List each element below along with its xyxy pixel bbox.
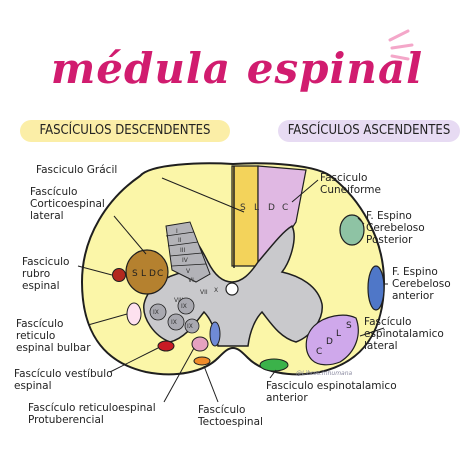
- espinotalamico-letter-l: L: [336, 329, 341, 339]
- lamina-label: VI: [188, 277, 194, 284]
- label-reticulo-protuberencial: Fascículo reticuloespinal Protuberencial: [28, 402, 156, 426]
- label-vestibulo-espinal: Fascículo vestíbulo espinal: [14, 368, 113, 392]
- watermark: @Libres.Inhumana: [296, 370, 353, 377]
- laminae-region: [165, 221, 211, 283]
- lamina-label: II: [178, 237, 182, 244]
- anterior-median-tract: [209, 321, 221, 347]
- label-rubroespinal: Fasciculo rubro espinal: [22, 256, 70, 292]
- lamina-label: III: [180, 247, 186, 254]
- espino-cerebeloso-anterior-tract: [367, 265, 385, 311]
- label-fasciculo-gracil: Fasciculo Grácil: [36, 164, 118, 176]
- tectoespinal-tract: [193, 356, 211, 366]
- espinotalamico-letter-d: D: [326, 337, 333, 347]
- corticoespinal-letter-d: D: [149, 269, 156, 279]
- lamina-ix-nucleus: [177, 297, 195, 315]
- espinotalamico-anterior-tract: [259, 358, 289, 372]
- label-espino-cerebeloso-posterior: F. Espino Cerebeloso Posterior: [366, 210, 425, 246]
- reticulo-protuberencial-tract: [191, 336, 209, 352]
- central-canal: [225, 282, 239, 296]
- rubroespinal-tract: [112, 268, 126, 282]
- lamina-label: IX: [181, 303, 187, 310]
- lamina-label: IX: [153, 309, 159, 316]
- lamina-ix-nucleus: [167, 313, 185, 331]
- posterior-letter-l: L: [254, 203, 259, 213]
- label-espinotalamico-anterior: Fasciculo espinotalamico anterior: [266, 380, 397, 404]
- label-espino-cerebeloso-anterior: F. Espino Cerebeloso anterior: [392, 266, 451, 302]
- label-reticulo-bulbar: Fascículo reticulo espinal bulbar: [16, 318, 91, 354]
- corticoespinal-letter-c: C: [157, 269, 163, 279]
- descending-header: FASCÍCULOS DESCENDENTES: [20, 120, 230, 142]
- label-espinotalamico-lateral: Fascículo espinotalamico lateral: [364, 316, 444, 352]
- posterior-letter-c: C: [282, 203, 288, 213]
- label-cuneiforme: Fasciculo Cuneiforme: [320, 172, 381, 196]
- posterior-letter-d: D: [268, 203, 275, 213]
- lamina-label: I: [176, 228, 178, 235]
- espinotalamico-letter-s: S: [346, 321, 352, 331]
- lamina-label: VIII: [174, 297, 184, 304]
- lamina-label: X: [214, 287, 218, 294]
- lamina-label: VII: [200, 289, 208, 296]
- page-title: médula espinal: [50, 44, 424, 93]
- lamina-ix-nucleus: [149, 303, 167, 321]
- corticoespinal-letter-s: S: [132, 269, 138, 279]
- vestibulo-espinal-tract: [157, 340, 175, 352]
- lamina-label: IX: [171, 319, 177, 326]
- lamina-ix-nucleus: [184, 318, 200, 334]
- lamina-label: IX: [187, 323, 193, 330]
- espinotalamico-lateral-tract: [305, 314, 359, 366]
- ascending-header: FASCÍCULOS ASCENDENTES: [278, 120, 460, 142]
- espinotalamico-letter-c: C: [316, 347, 322, 357]
- posterior-letter-s: S: [240, 203, 246, 213]
- lamina-label: IV: [182, 257, 189, 264]
- corticoespinal-lateral-tract: [125, 249, 169, 295]
- label-tectoespinal: Fascículo Tectoespinal: [198, 404, 263, 428]
- fasciculo-gracil-region: [231, 165, 259, 267]
- corticoespinal-letter-l: L: [141, 269, 146, 279]
- label-corticoespinal-lateral: Fascículo Corticoespinal lateral: [30, 186, 105, 222]
- sparkle-icon: [388, 29, 414, 61]
- lamina-label: V: [186, 268, 191, 275]
- reticulo-bulbar-tract: [126, 302, 142, 326]
- espino-cerebeloso-posterior-tract: [339, 214, 365, 246]
